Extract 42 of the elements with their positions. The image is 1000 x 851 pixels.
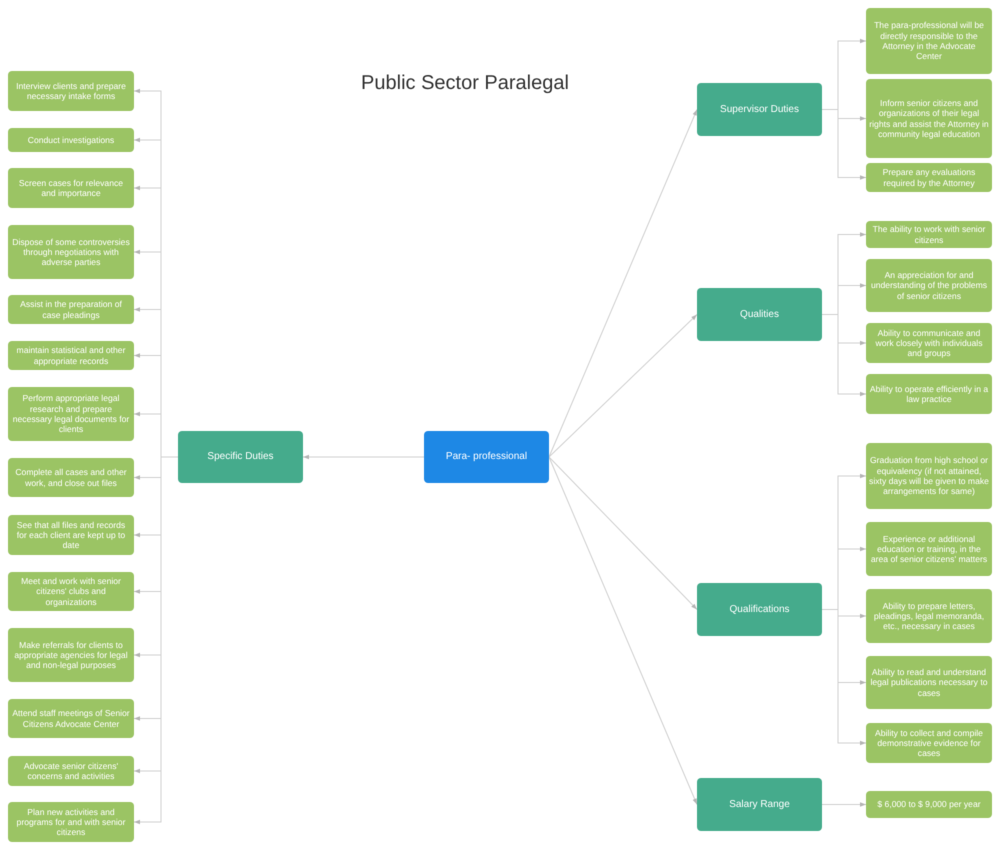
- subtopic-box: Interview clients and prepare necessary intake forms: [8, 71, 134, 111]
- branch-topic-box: Salary Range: [697, 778, 822, 831]
- root-topic-box: Para- professional: [424, 431, 549, 483]
- subtopic-box: Screen cases for relevance and importance: [8, 168, 134, 208]
- subtopic-box: maintain statistical and other appropriate records: [8, 341, 134, 370]
- branch-topic-box: Qualifications: [697, 583, 822, 636]
- branch-topic-box: Supervisor Duties: [697, 83, 822, 136]
- subtopic-box: Perform appropriate legal research and prepare necessary legal documents for clients: [8, 387, 134, 441]
- subtopic-box: Inform senior citizens and organizations of their legal rights and assist the Attorney in community legal education: [866, 79, 992, 158]
- connector-arrow: [548, 109, 698, 458]
- diagram-title: Public Sector Paralegal: [360, 72, 570, 95]
- connector-arrow: [822, 609, 866, 746]
- subtopic-box: Complete all cases and other work, and close out files: [8, 458, 134, 497]
- subtopic-box: The para-professional will be directly responsible to the Attorney in the Advocate Center: [866, 8, 992, 74]
- branch-topic-box: Specific Duties: [178, 431, 303, 483]
- subtopic-box: Meet and work with senior citizens' clubs and organizations: [8, 572, 134, 611]
- subtopic-box: The ability to work with senior citizens: [866, 221, 992, 248]
- subtopic-box: Assist in the preparation of case pleadings: [8, 295, 134, 324]
- subtopic-box: Ability to communicate and work closely with individuals and groups: [866, 323, 992, 363]
- subtopic-box: Attend staff meetings of Senior Citizens Advocate Center: [8, 699, 134, 738]
- subtopic-box: Plan new activities and programs for and with senior citizens: [8, 802, 134, 842]
- subtopic-box: Ability to prepare letters, pleadings, legal memoranda, etc., necessary in cases: [866, 589, 992, 643]
- subtopic-box: Advocate senior citizens' concerns and activities: [8, 756, 134, 786]
- subtopic-box: $ 6,000 to $ 9,000 per year: [866, 791, 992, 818]
- subtopic-box: Dispose of some controversies through negotiations with adverse parties: [8, 225, 134, 279]
- connector-arrow: [822, 314, 866, 396]
- subtopic-box: Make referrals for clients to appropriate agencies for legal and non-legal purposes: [8, 628, 134, 682]
- subtopic-box: Ability to read and understand legal publications necessary to cases: [866, 656, 992, 709]
- connector-arrow: [548, 456, 698, 610]
- subtopic-box: Graduation from high school or equivalency (if not attained, sixty days will be given to make arrangements for same): [866, 443, 992, 509]
- subtopic-box: Ability to operate efficiently in a law practice: [866, 374, 992, 414]
- subtopic-box: Conduct investigations: [8, 128, 134, 152]
- connector-arrow: [822, 802, 866, 807]
- subtopic-box: An appreciation for and understanding of the problems of senior citizens: [866, 259, 992, 312]
- subtopic-box: Experience or additional education or training, in the area of senior citizens' matters: [866, 522, 992, 576]
- connector-arrow: [548, 314, 698, 458]
- subtopic-box: Ability to collect and compile demonstrative evidence for cases: [866, 723, 992, 763]
- subtopic-box: See that all files and records for each client are kept up to date: [8, 515, 134, 555]
- branch-topic-box: Qualities: [697, 288, 822, 341]
- subtopic-box: Prepare any evaluations required by the Attorney: [866, 163, 992, 192]
- connector-arrow: [302, 454, 424, 460]
- connector-arrow: [548, 456, 698, 805]
